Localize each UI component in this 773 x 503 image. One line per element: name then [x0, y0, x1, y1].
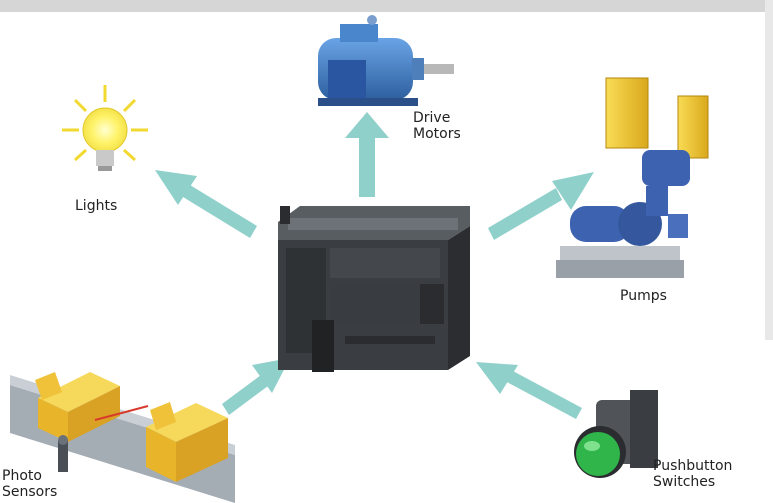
drive-motors-label: Drive Motors — [413, 110, 461, 142]
cardboard-box-2 — [146, 402, 228, 482]
plc-icon — [278, 206, 470, 372]
pumps-label: Pumps — [620, 288, 667, 304]
arrow-to-lights — [155, 170, 257, 238]
cardboard-box-1 — [35, 372, 120, 442]
pushbutton-icon — [574, 390, 658, 478]
pump-icon — [556, 77, 709, 278]
right-border — [765, 0, 773, 340]
motor-icon — [318, 15, 454, 106]
photo-sensors-label: Photo Sensors — [2, 468, 58, 500]
arrow-to-motors — [345, 112, 389, 197]
arrow-to-pumps — [488, 172, 594, 240]
bulb-icon — [62, 85, 148, 171]
conveyor-icon — [10, 372, 235, 503]
lights-label: Lights — [75, 198, 118, 214]
arrow-from-pushbutton — [476, 362, 582, 419]
pushbutton-switches-label: Pushbutton Switches — [653, 458, 733, 490]
top-border — [0, 0, 773, 12]
